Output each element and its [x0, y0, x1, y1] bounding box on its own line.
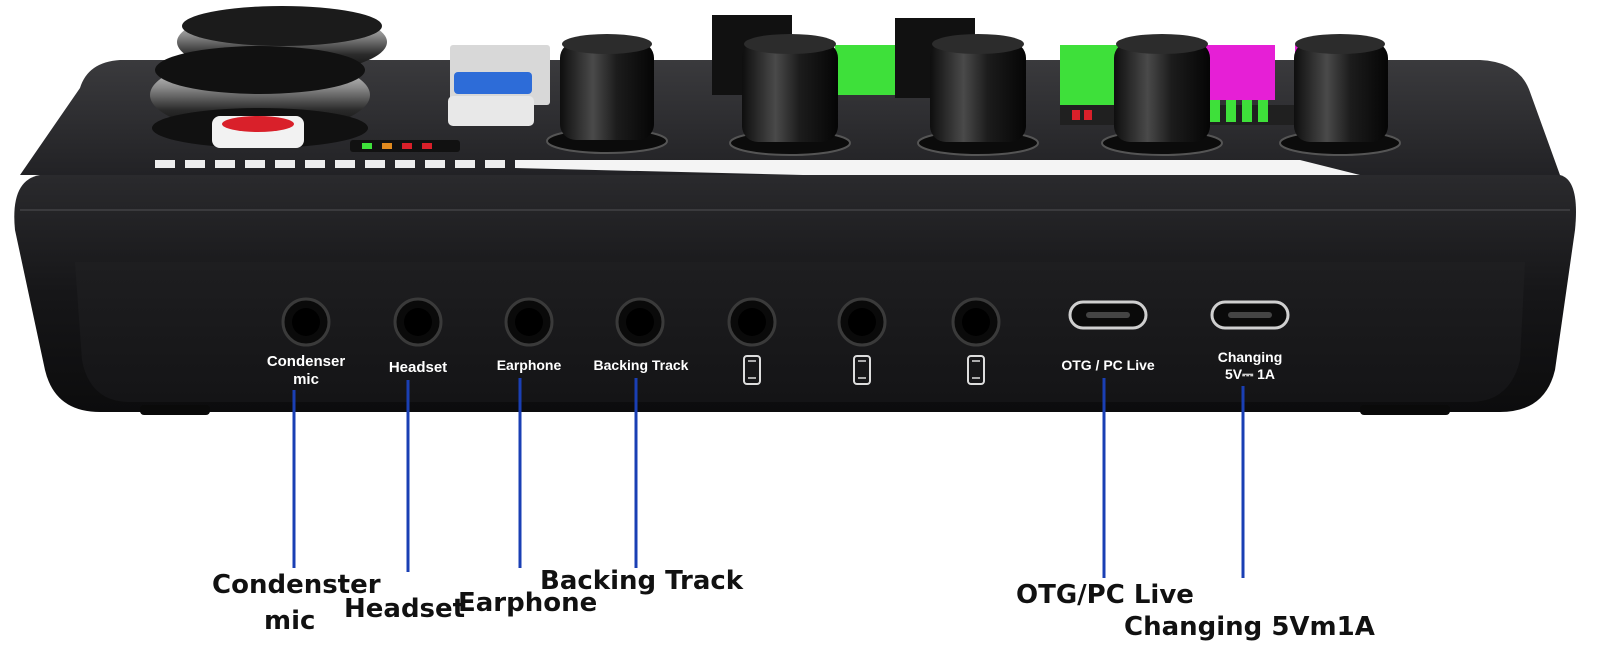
label-backing-track: Backing Track: [594, 357, 689, 373]
knob-3[interactable]: [917, 34, 1039, 156]
phone-icon: [967, 355, 985, 385]
knob-1[interactable]: [546, 34, 668, 154]
knob-5[interactable]: [1279, 34, 1401, 156]
charging-usb-c-port[interactable]: [1210, 300, 1290, 330]
label-otg-pc-live: OTG / PC Live: [1061, 357, 1155, 373]
ports: [281, 297, 1290, 347]
mixer-device: [14, 6, 1576, 412]
phone-jack-2[interactable]: [837, 297, 887, 347]
phone-jack-3[interactable]: [951, 297, 1001, 347]
foot-left: [140, 405, 210, 415]
callout-mic: mic: [264, 606, 316, 636]
back-meter-magenta: [1205, 45, 1275, 100]
label-headset: Headset: [389, 359, 447, 376]
big-knob-front[interactable]: [150, 46, 370, 148]
leader-lines: [292, 378, 1245, 578]
callout-otg-pc-live: OTG/PC Live: [1016, 580, 1194, 610]
phone-jack-1[interactable]: [727, 297, 777, 347]
label-condenser-line1: Condenser: [267, 353, 346, 370]
back-slot-white: [448, 96, 534, 126]
back-slot-blue: [454, 72, 532, 94]
callout-headset: Headset: [344, 594, 466, 624]
backing-track-jack[interactable]: [615, 297, 665, 347]
headset-jack[interactable]: [393, 297, 443, 347]
status-leds: [350, 140, 460, 152]
power-button[interactable]: [212, 116, 304, 148]
callout-changing: Changing 5Vm1A: [1124, 612, 1375, 642]
device-labels: Condenser mic Headset Earphone Backing T…: [267, 349, 1282, 388]
front-face: [75, 262, 1525, 402]
label-earphone: Earphone: [497, 357, 562, 373]
label-changing-line1: Changing: [1218, 349, 1283, 365]
condenser-mic-jack[interactable]: [281, 297, 331, 347]
phone-icon: [853, 355, 871, 385]
callout-condenster: Condenster: [212, 570, 381, 600]
earphone-jack[interactable]: [504, 297, 554, 347]
callout-earphone: Earphone: [458, 588, 598, 618]
level-meter-leds: [1072, 100, 1268, 122]
label-changing-line2: 5V⎓ 1A: [1225, 366, 1275, 382]
knob-4[interactable]: [1101, 34, 1223, 156]
otg-pc-live-usb-c-port[interactable]: [1068, 300, 1148, 330]
phone-icon: [743, 355, 761, 385]
label-condenser-line2: mic: [293, 371, 319, 388]
knob-2[interactable]: [729, 34, 851, 156]
callout-backing-track: Backing Track: [540, 566, 744, 596]
foot-right: [1360, 405, 1450, 415]
